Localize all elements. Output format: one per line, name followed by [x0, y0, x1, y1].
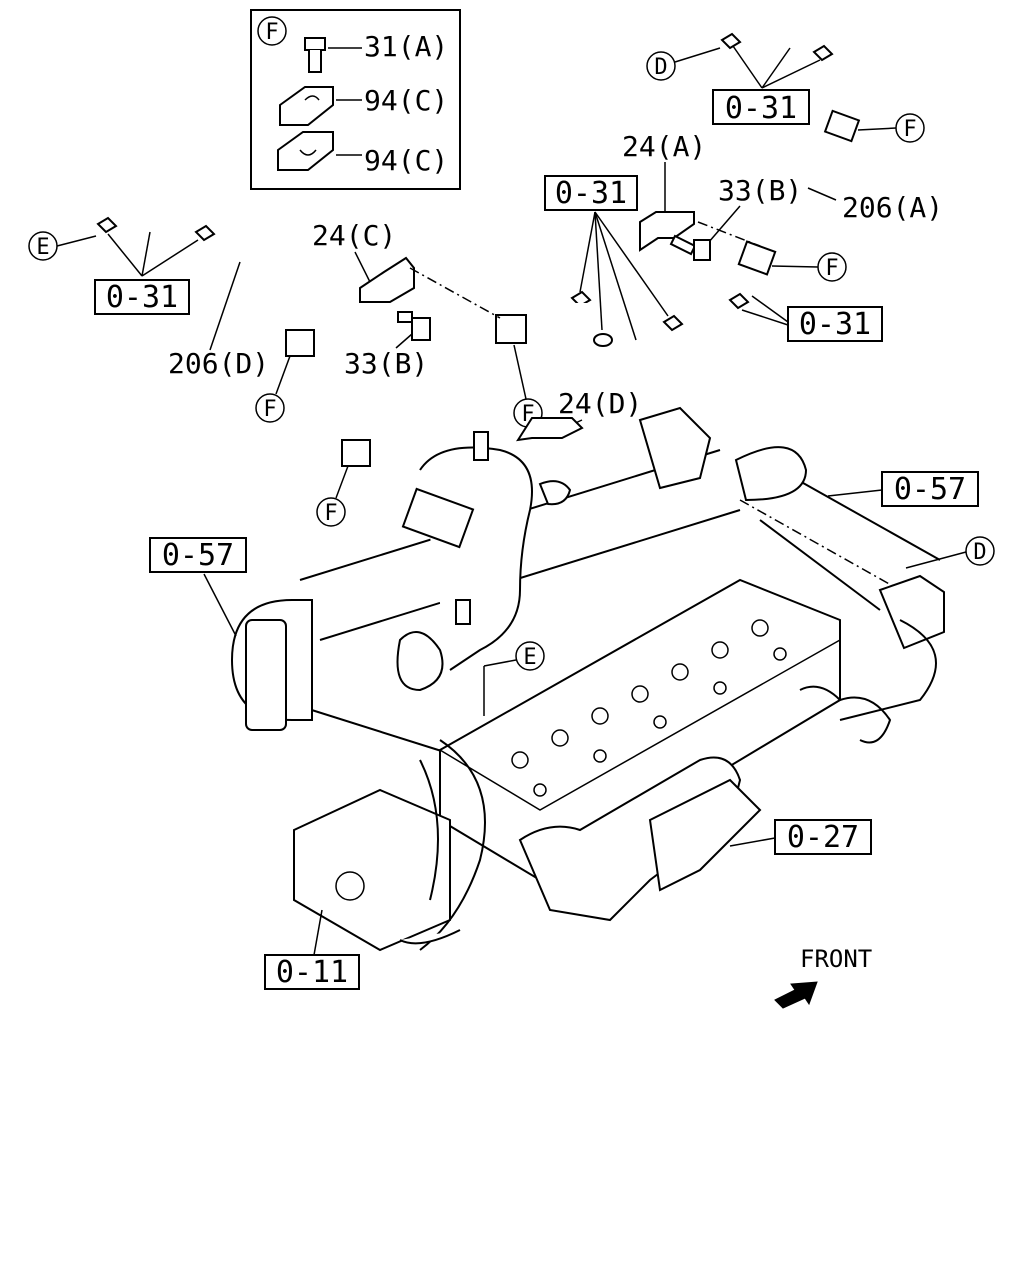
- hose-clip: [96, 216, 118, 234]
- clamp-upper-icon: [279, 86, 334, 126]
- part-label-33b-right: 33(B): [718, 174, 802, 207]
- egr-elbow: [419, 446, 533, 671]
- clamp-lower-icon: [277, 131, 334, 171]
- bolt-icon: [304, 37, 326, 73]
- head-bolt-holes: [511, 619, 787, 797]
- bracket-24a: [639, 211, 695, 252]
- front-arrow-icon: [774, 981, 818, 1009]
- ref-box-0-31-left[interactable]: 0-31: [106, 280, 178, 315]
- inset-f-callout: F: [265, 20, 278, 45]
- hose-clip: [812, 44, 834, 62]
- egr-flange-right-top: [638, 406, 712, 490]
- ref-box-0-11[interactable]: 0-11: [276, 955, 348, 990]
- inset-31a-label: 31(A): [364, 30, 448, 63]
- hose-clip: [720, 32, 742, 50]
- clamp-206d-3: [495, 314, 527, 344]
- hose-clip: [593, 333, 613, 347]
- ref-box-0-31-right[interactable]: 0-31: [799, 307, 871, 342]
- part-label-24c: 24(C): [312, 219, 396, 252]
- ref-box-0-31-mid[interactable]: 0-31: [555, 176, 627, 211]
- inset-panel-f: F 31(A) 94(C) 94(C): [250, 9, 461, 190]
- part-label-24a: 24(A): [622, 130, 706, 163]
- cylinder-head-front: [293, 788, 451, 952]
- bracket-24d: [515, 417, 584, 442]
- inset-94c-label-2: 94(C): [364, 144, 448, 177]
- hose-clip: [662, 314, 684, 332]
- clamp-206d-2: [341, 439, 371, 467]
- front-indicator: FRONT: [774, 945, 872, 1009]
- f-callout-206a-mid: F: [825, 256, 838, 281]
- ref-box-0-57-right[interactable]: 0-57: [894, 472, 966, 507]
- hose-clip: [194, 224, 216, 242]
- part-label-33b-left: 33(B): [344, 347, 428, 380]
- egr-flange-right: [878, 574, 945, 650]
- d-callout-top: D: [654, 55, 667, 80]
- part-label-24d: 24(D): [558, 387, 642, 420]
- e-callout-mid: E: [523, 645, 536, 670]
- f-callout-206d-2: F: [324, 501, 337, 526]
- engine-callouts: 0-57 D 0-57 E 0-27 0-11: [149, 471, 995, 990]
- ref-box-0-27[interactable]: 0-27: [787, 820, 859, 855]
- bolt-33b-right: [693, 239, 711, 261]
- hose-clip: [728, 292, 750, 310]
- part-label-206d: 206(D): [168, 347, 269, 380]
- d-callout-right: D: [973, 540, 986, 565]
- engine-assembly: 24(D): [230, 387, 945, 952]
- f-callout-206a-top: F: [903, 117, 916, 142]
- e-callout-left: E: [36, 235, 49, 260]
- f-callout-206d-1: F: [263, 397, 276, 422]
- bolt-33b-left: [411, 317, 431, 341]
- front-label: FRONT: [800, 945, 872, 973]
- ref-box-0-31-top[interactable]: 0-31: [725, 91, 797, 126]
- ref-box-0-57-left[interactable]: 0-57: [162, 538, 234, 573]
- part-label-206a: 206(A): [842, 191, 943, 224]
- hose-206a-group: D 0-31 F 206(A) 24(A) 33(B) F: [544, 27, 943, 353]
- inset-94c-label-1: 94(C): [364, 84, 448, 117]
- clamp-206d-1: [285, 329, 315, 357]
- bracket-24c: [359, 256, 415, 303]
